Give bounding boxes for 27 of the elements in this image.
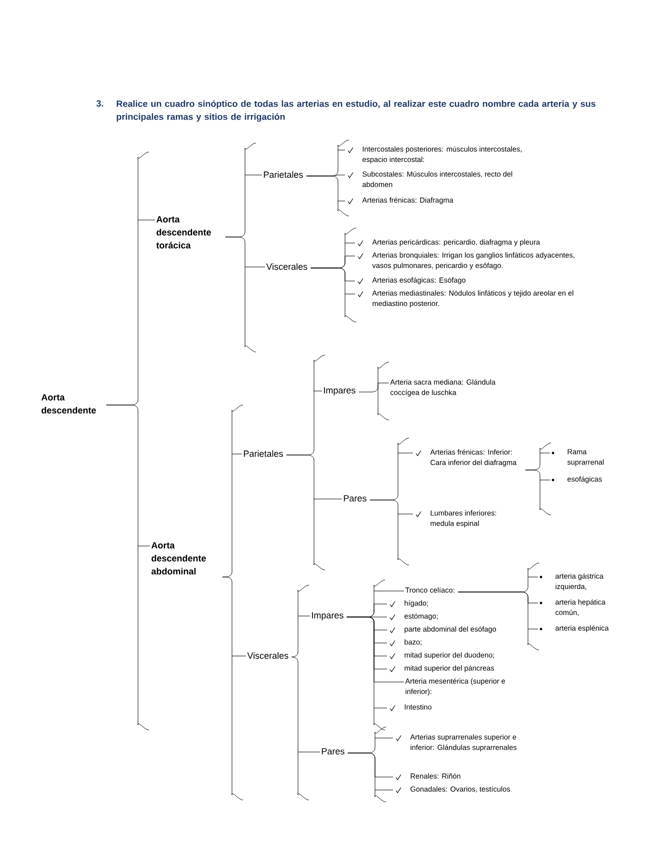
brace-branch bbox=[525, 470, 550, 480]
brace-branch bbox=[292, 616, 310, 658]
brace-branch bbox=[346, 616, 388, 708]
item-number: 3. bbox=[96, 100, 104, 107]
brace-branch bbox=[292, 656, 320, 752]
category-text: Parietales bbox=[244, 450, 283, 457]
heading-text: Aorta descendente abdominal bbox=[151, 542, 206, 574]
brace-branch bbox=[370, 500, 414, 514]
brace-branch bbox=[358, 382, 390, 392]
category-text: Pares bbox=[322, 748, 344, 754]
brace-branch bbox=[222, 576, 246, 656]
category-text: Impares bbox=[312, 612, 344, 620]
category-text: Impares bbox=[324, 387, 356, 396]
brace-branch bbox=[458, 592, 538, 630]
brace-branch bbox=[286, 454, 342, 500]
category-text: Viscerales bbox=[266, 263, 308, 270]
category-text: Viscerales bbox=[247, 652, 288, 659]
heading-text: Aorta descendente bbox=[41, 394, 96, 414]
heading-text: Aorta descendente torácica bbox=[156, 216, 211, 248]
brace-branch bbox=[225, 236, 266, 268]
category-text: Pares bbox=[344, 495, 366, 502]
title: Realice un cuadro sinóptico de todas las arterias en estudio, al realizar este cuadro nombre cada arteria y sus principales ramas y sitios de irrigación bbox=[116, 100, 596, 122]
category-text: Parietales bbox=[264, 171, 303, 178]
brace-branch bbox=[310, 268, 356, 294]
brace-branch bbox=[106, 404, 150, 546]
brace-branch bbox=[306, 176, 346, 202]
brace-branch bbox=[348, 752, 394, 790]
